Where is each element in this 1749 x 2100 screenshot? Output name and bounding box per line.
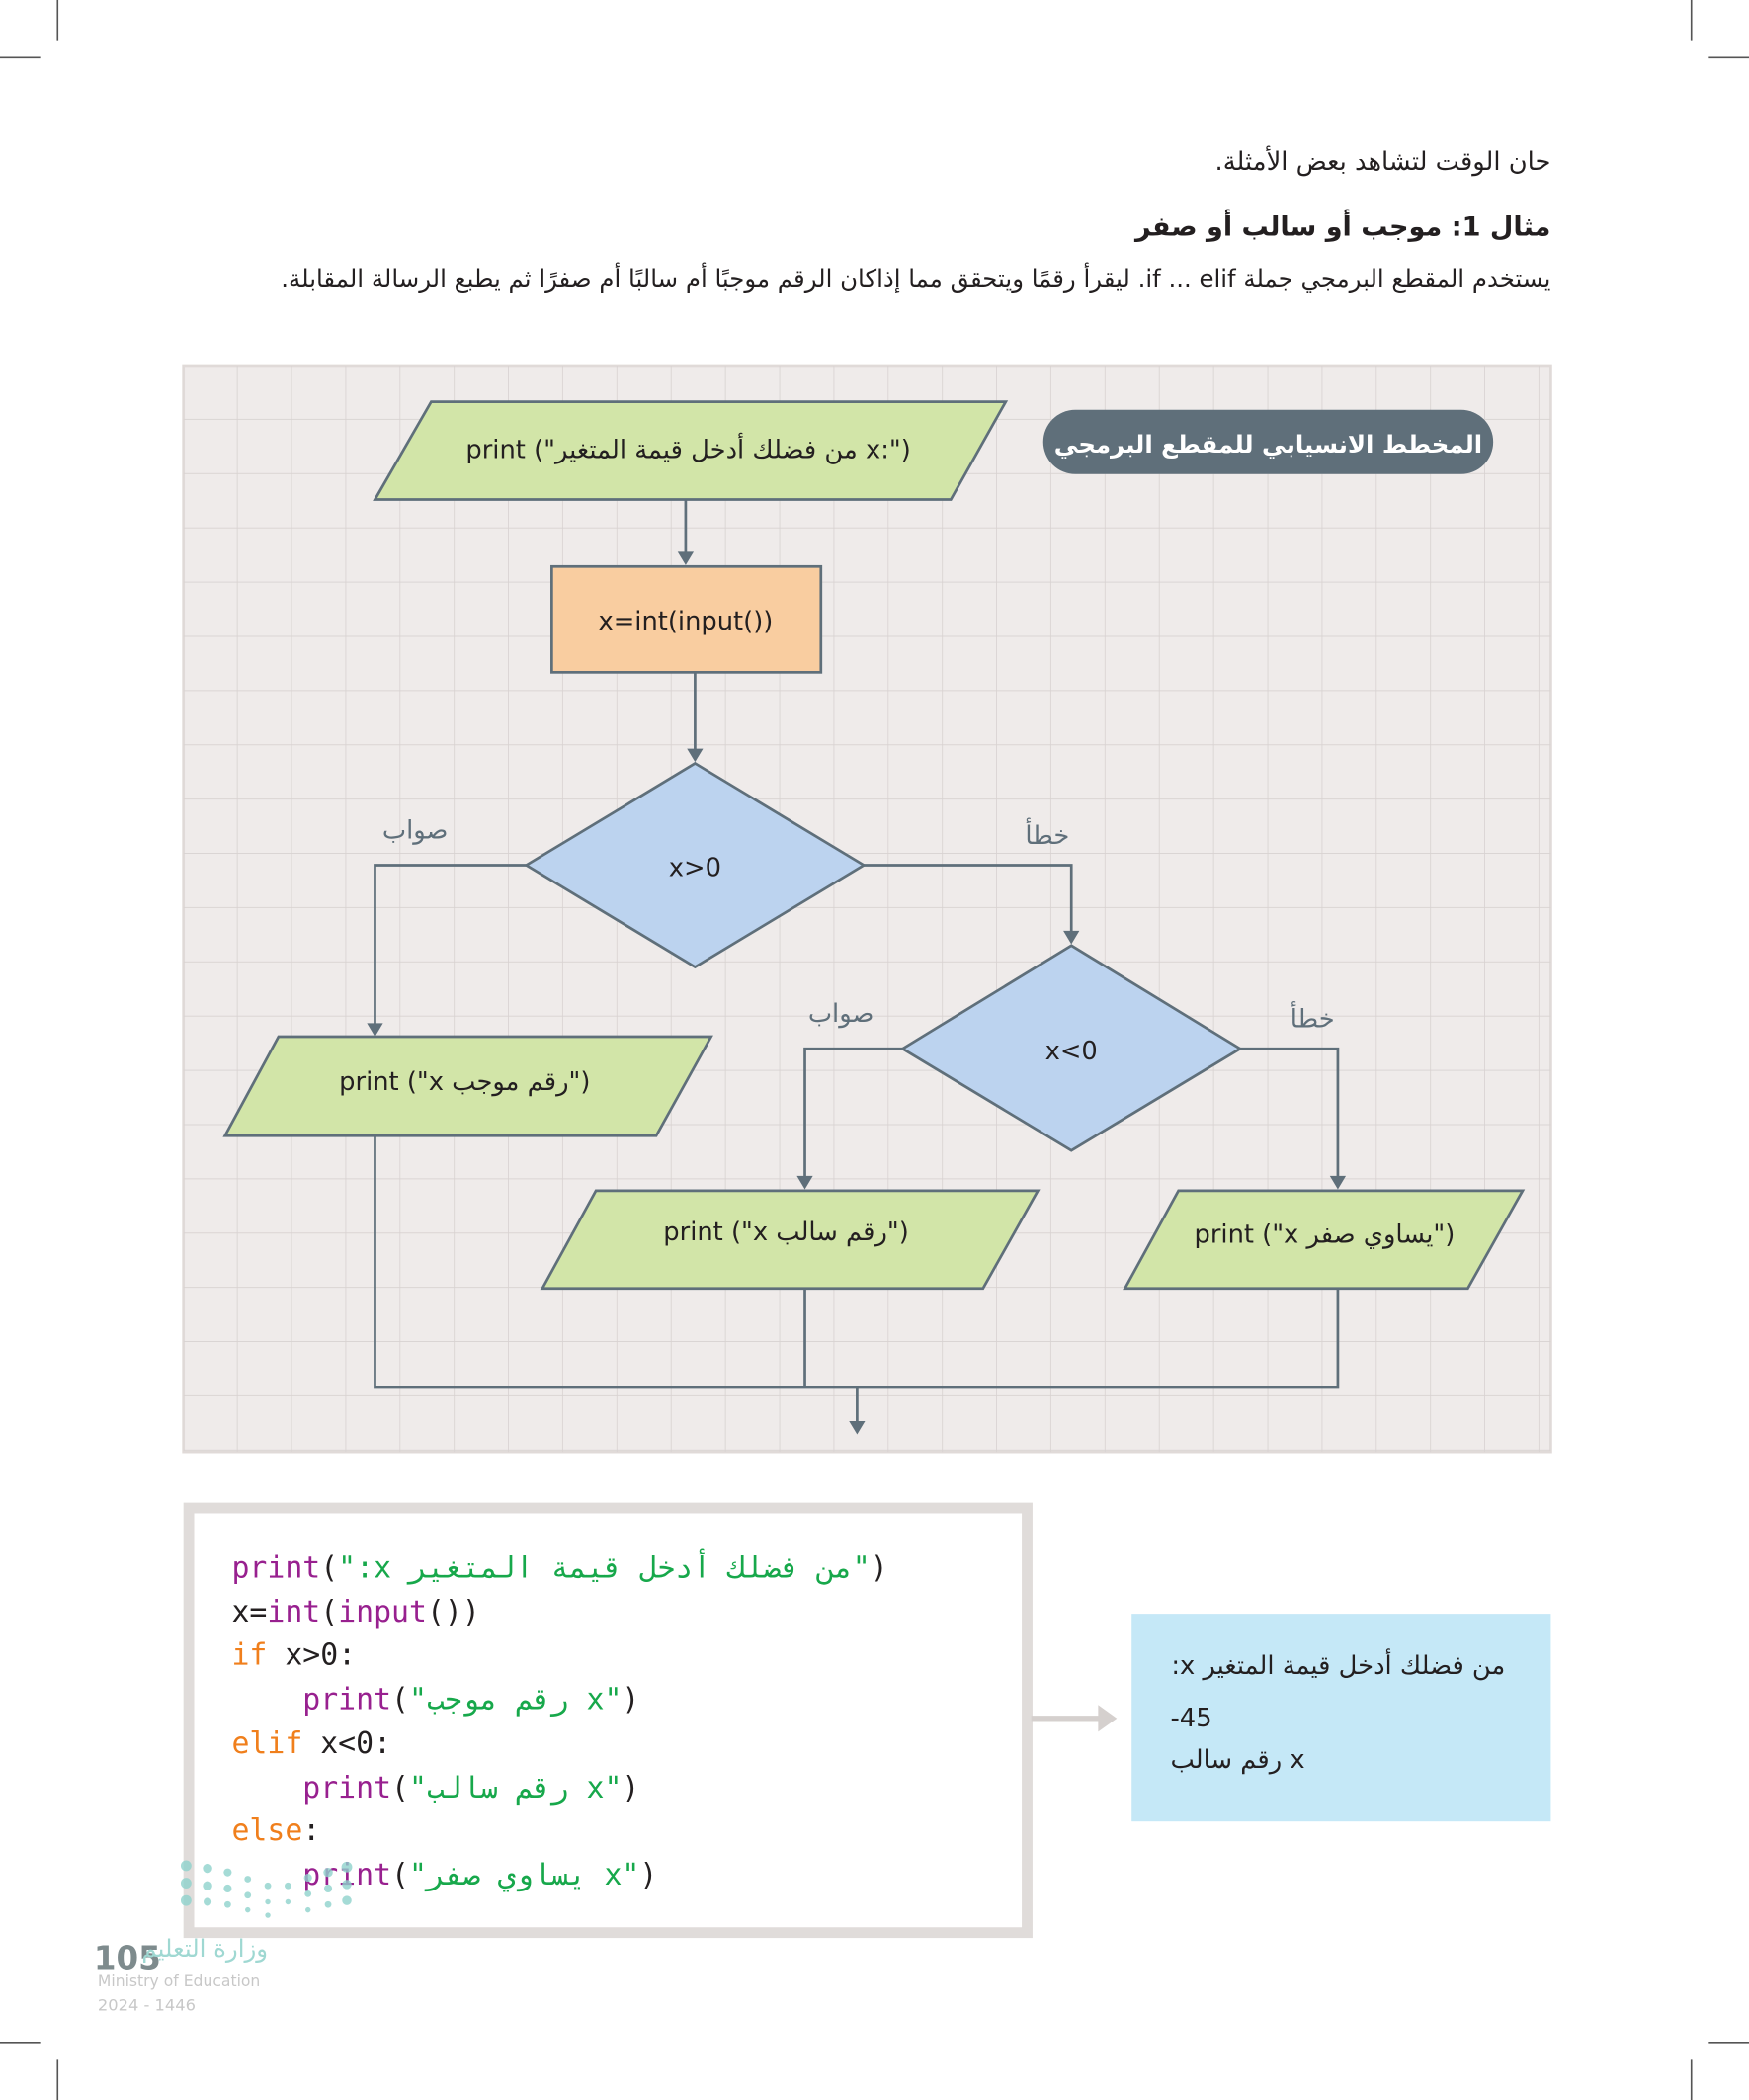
- code-string: "x يساوي صفر": [408, 1859, 640, 1892]
- code-token: print: [302, 1683, 392, 1718]
- ministry-logo-dots-icon: [180, 1860, 353, 1918]
- negative-output-text: print ("x رقم سالب"): [663, 1218, 909, 1247]
- zero-output-shape: [1123, 1189, 1526, 1291]
- input-prompt-shape: [373, 400, 1009, 501]
- output-value: -45: [1170, 1703, 1212, 1733]
- true-label: صواب: [808, 999, 874, 1029]
- input-prompt-text: print ("من فضلك أدخل قيمة المتغير x:"): [465, 432, 910, 465]
- zero-output-text: print ("x يساوي صفر"): [1194, 1220, 1455, 1250]
- flowchart: المخطط الانسيابي للمقطع البرمجي print ("…: [182, 364, 1552, 1454]
- process-shape: [550, 564, 823, 674]
- false-label: خطأ: [1291, 1000, 1335, 1034]
- code-token: print: [302, 1771, 392, 1806]
- code-keyword: elif: [231, 1727, 303, 1761]
- ministry-name-ar: وزارة التعليم: [141, 1935, 269, 1964]
- decision1-shape: [524, 761, 867, 969]
- code-token: print: [231, 1552, 321, 1586]
- code-keyword: if: [231, 1639, 268, 1674]
- true-label: صواب: [382, 815, 449, 845]
- flowchart-title-badge: [1042, 409, 1494, 474]
- example-heading: مثال 1: موجب أو سالب أو صفر: [1134, 210, 1551, 243]
- output-box: [1131, 1614, 1551, 1822]
- flowchart-title: المخطط الانسيابي للمقطع البرمجي: [1054, 430, 1482, 459]
- arrowheads: [367, 551, 1347, 1435]
- code-token: int: [267, 1596, 321, 1630]
- code-token: input: [338, 1596, 427, 1630]
- code-keyword: else: [231, 1814, 303, 1849]
- decision2-shape: [899, 944, 1243, 1152]
- code-string: "x رقم سالب": [408, 1771, 623, 1806]
- decision2-text: x<0: [1045, 1037, 1098, 1066]
- output-result: x رقم سالب: [1170, 1744, 1305, 1775]
- positive-output-text: print ("x رقم موجب"): [339, 1067, 590, 1097]
- page-number: 105: [93, 1939, 161, 1977]
- code-box: [183, 1502, 1033, 1939]
- code-string: "x رقم موجب": [408, 1683, 623, 1718]
- negative-output-shape: [540, 1189, 1041, 1291]
- example-description: يستخدم المقطع البرمجي جملة if ... elif. …: [281, 265, 1551, 294]
- arrow-right-icon: [1031, 1705, 1118, 1732]
- ministry-name-en: Ministry of Education: [97, 1971, 261, 1990]
- positive-output-shape: [222, 1035, 713, 1137]
- code-string: "من فضلك أدخل قيمة المتغير x:": [338, 1552, 871, 1586]
- decision1-text: x>0: [669, 853, 721, 882]
- process-text: x=int(input()): [598, 607, 773, 636]
- intro-text: حان الوقت لتشاهد بعض الأمثلة.: [1214, 147, 1551, 177]
- false-label: خطأ: [1025, 817, 1069, 851]
- code-listing: print("من فضلك أدخل قيمة المتغير x:") x=…: [231, 1552, 888, 1892]
- edition-year: 2024 - 1446: [97, 1995, 196, 2015]
- output-prompt: من فضلك أدخل قيمة المتغير x:: [1171, 1651, 1506, 1681]
